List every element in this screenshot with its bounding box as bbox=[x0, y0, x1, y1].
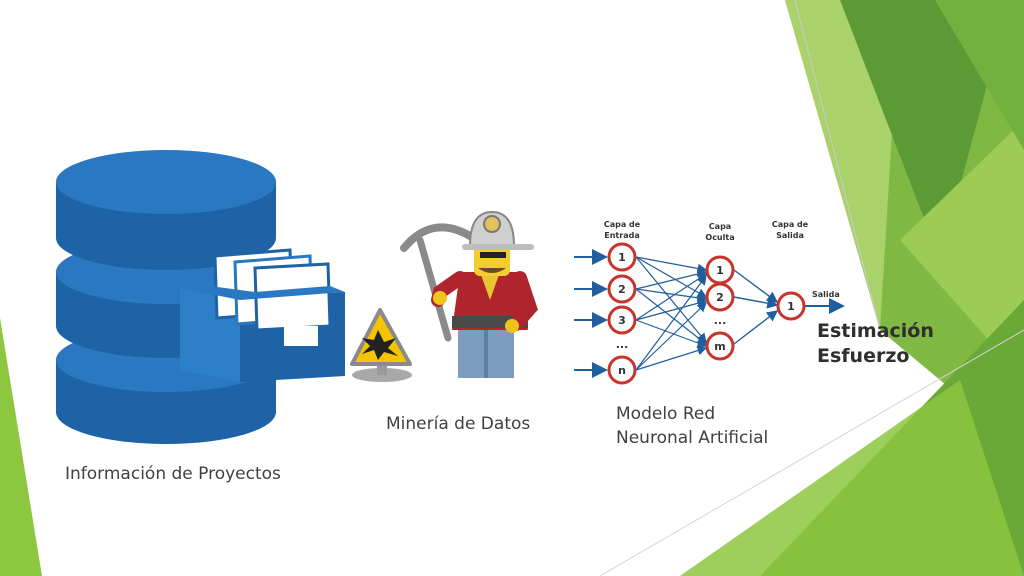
hidden-node: 1 bbox=[705, 255, 735, 285]
svg-text:3: 3 bbox=[618, 314, 626, 327]
input-layer-header: Capa de bbox=[604, 220, 641, 229]
network-caption: Modelo Red Neuronal Artificial bbox=[616, 402, 768, 450]
svg-text:m: m bbox=[714, 340, 725, 353]
hidden-layer-header-line2: Oculta bbox=[705, 233, 734, 242]
svg-text:n: n bbox=[618, 364, 626, 377]
output-arrow-label: Salida bbox=[812, 290, 840, 299]
svg-text:2: 2 bbox=[618, 283, 626, 296]
input-ellipsis: ... bbox=[616, 338, 629, 351]
output-layer-header: Capa de bbox=[772, 220, 809, 229]
result-line1: Estimación bbox=[817, 320, 934, 342]
svg-text:1: 1 bbox=[618, 251, 626, 264]
output-layer-header-line2: Salida bbox=[776, 231, 804, 240]
svg-text:1: 1 bbox=[787, 300, 795, 313]
input-layer-header-line2: Entrada bbox=[604, 231, 639, 240]
hidden-ellipsis: ... bbox=[714, 314, 727, 327]
hidden-node: 2 bbox=[705, 282, 735, 312]
input-node: 2 bbox=[607, 274, 637, 304]
effort-estimation-label: Estimación Esfuerzo bbox=[817, 319, 934, 369]
hidden-node: m bbox=[705, 331, 735, 361]
result-line2: Esfuerzo bbox=[817, 345, 910, 367]
svg-text:2: 2 bbox=[716, 291, 724, 304]
output-node: 1 bbox=[776, 291, 806, 321]
input-node: 3 bbox=[607, 305, 637, 335]
hidden-layer-header: Capa bbox=[709, 222, 731, 231]
network-caption-line1: Modelo Red bbox=[616, 404, 716, 424]
database-caption: Información de Proyectos bbox=[65, 464, 281, 484]
input-node: 1 bbox=[607, 242, 637, 272]
svg-text:1: 1 bbox=[716, 264, 724, 277]
mining-caption: Minería de Datos bbox=[386, 414, 531, 434]
network-caption-line2: Neuronal Artificial bbox=[616, 428, 769, 448]
input-node: n bbox=[607, 355, 637, 385]
